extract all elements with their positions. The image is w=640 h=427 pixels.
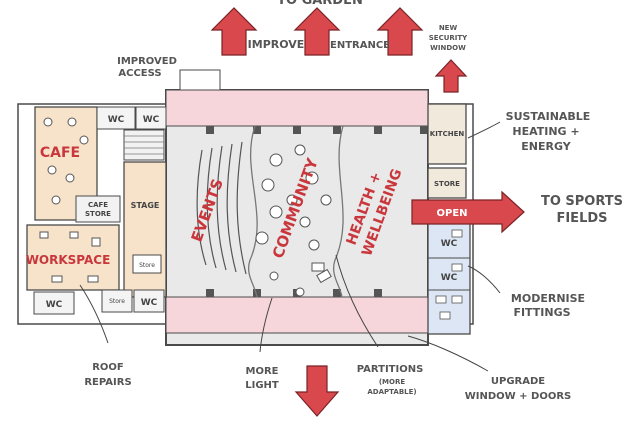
improve-label: IMPROVE: [248, 38, 305, 51]
open-label: OPEN: [436, 208, 467, 219]
workspace-room: [26, 224, 120, 291]
small-store-label-1: Store: [139, 262, 155, 269]
sports-2: FIELDS: [556, 211, 607, 226]
store-room-right: [427, 167, 467, 199]
sports-1: TO SPORTS: [541, 194, 623, 209]
partitions-sub-1: (MORE: [379, 378, 406, 386]
access-door: [179, 69, 221, 91]
arrow-security-window: [434, 59, 468, 93]
modernise-1: MODERNISE: [511, 292, 585, 305]
small-store-label-2: Store: [109, 298, 125, 305]
sustainable-3: ENERGY: [521, 140, 571, 153]
community-tables: [255, 144, 332, 297]
improved-access-2: ACCESS: [118, 68, 161, 79]
cafe-store-room: [75, 195, 121, 223]
arrow-down: [294, 365, 340, 417]
more-light-2: LIGHT: [245, 380, 279, 391]
partitions-sub-2: ADAPTABLE): [367, 388, 416, 396]
wc-label-5: WC: [441, 239, 458, 249]
workspace-label: WORKSPACE: [26, 253, 111, 267]
cafe-store-label-1: CAFE: [88, 201, 108, 209]
cafe-store-label-2: STORE: [85, 210, 111, 218]
stage-label: STAGE: [131, 201, 160, 210]
to-garden-label: TO GARDEN: [277, 0, 363, 8]
wc-rooms-right: [427, 221, 471, 335]
roof-2: REPAIRS: [84, 377, 131, 388]
wc-label-1: WC: [108, 115, 125, 125]
wc-label-6: WC: [441, 273, 458, 283]
security-window-label-2: SECURITY: [429, 34, 468, 42]
partition-lines: [248, 125, 344, 298]
arrow-improve: [210, 7, 258, 56]
wc-rooms-left: [33, 106, 167, 315]
sustainable-2: HEATING +: [512, 125, 579, 138]
security-window-label-1: NEW: [439, 24, 458, 32]
arrow-garden: [293, 7, 341, 56]
store-label: STORE: [434, 180, 460, 188]
more-light-1: MORE: [246, 366, 279, 377]
arrow-entrance: [376, 7, 424, 56]
kitchen-room: [427, 103, 467, 165]
annotation-lines: [79, 121, 501, 372]
arrow-open: [411, 190, 525, 234]
entrance-label: ENTRANCE: [330, 40, 390, 51]
kitchen-label: KITCHEN: [430, 130, 465, 138]
partitions-label: PARTITIONS: [357, 364, 424, 375]
main-hall: [165, 89, 429, 346]
stairs: [123, 129, 165, 161]
security-window-label-3: WINDOW: [430, 44, 466, 52]
stage-room: [123, 161, 167, 298]
cafe-label: CAFE: [40, 145, 80, 161]
wc-label-2: WC: [143, 115, 160, 125]
upgrade-2: WINDOW + DOORS: [465, 391, 572, 402]
modernise-2: FITTINGS: [513, 306, 570, 319]
roof-1: ROOF: [92, 362, 124, 373]
wc-label-4: WC: [141, 298, 158, 308]
sustainable-1: SUSTAINABLE: [506, 110, 591, 123]
upgrade-1: UPGRADE: [491, 376, 545, 387]
events-seating: [196, 141, 247, 275]
improved-access-1: IMPROVED: [117, 56, 177, 67]
wc-label-3: WC: [46, 300, 63, 310]
